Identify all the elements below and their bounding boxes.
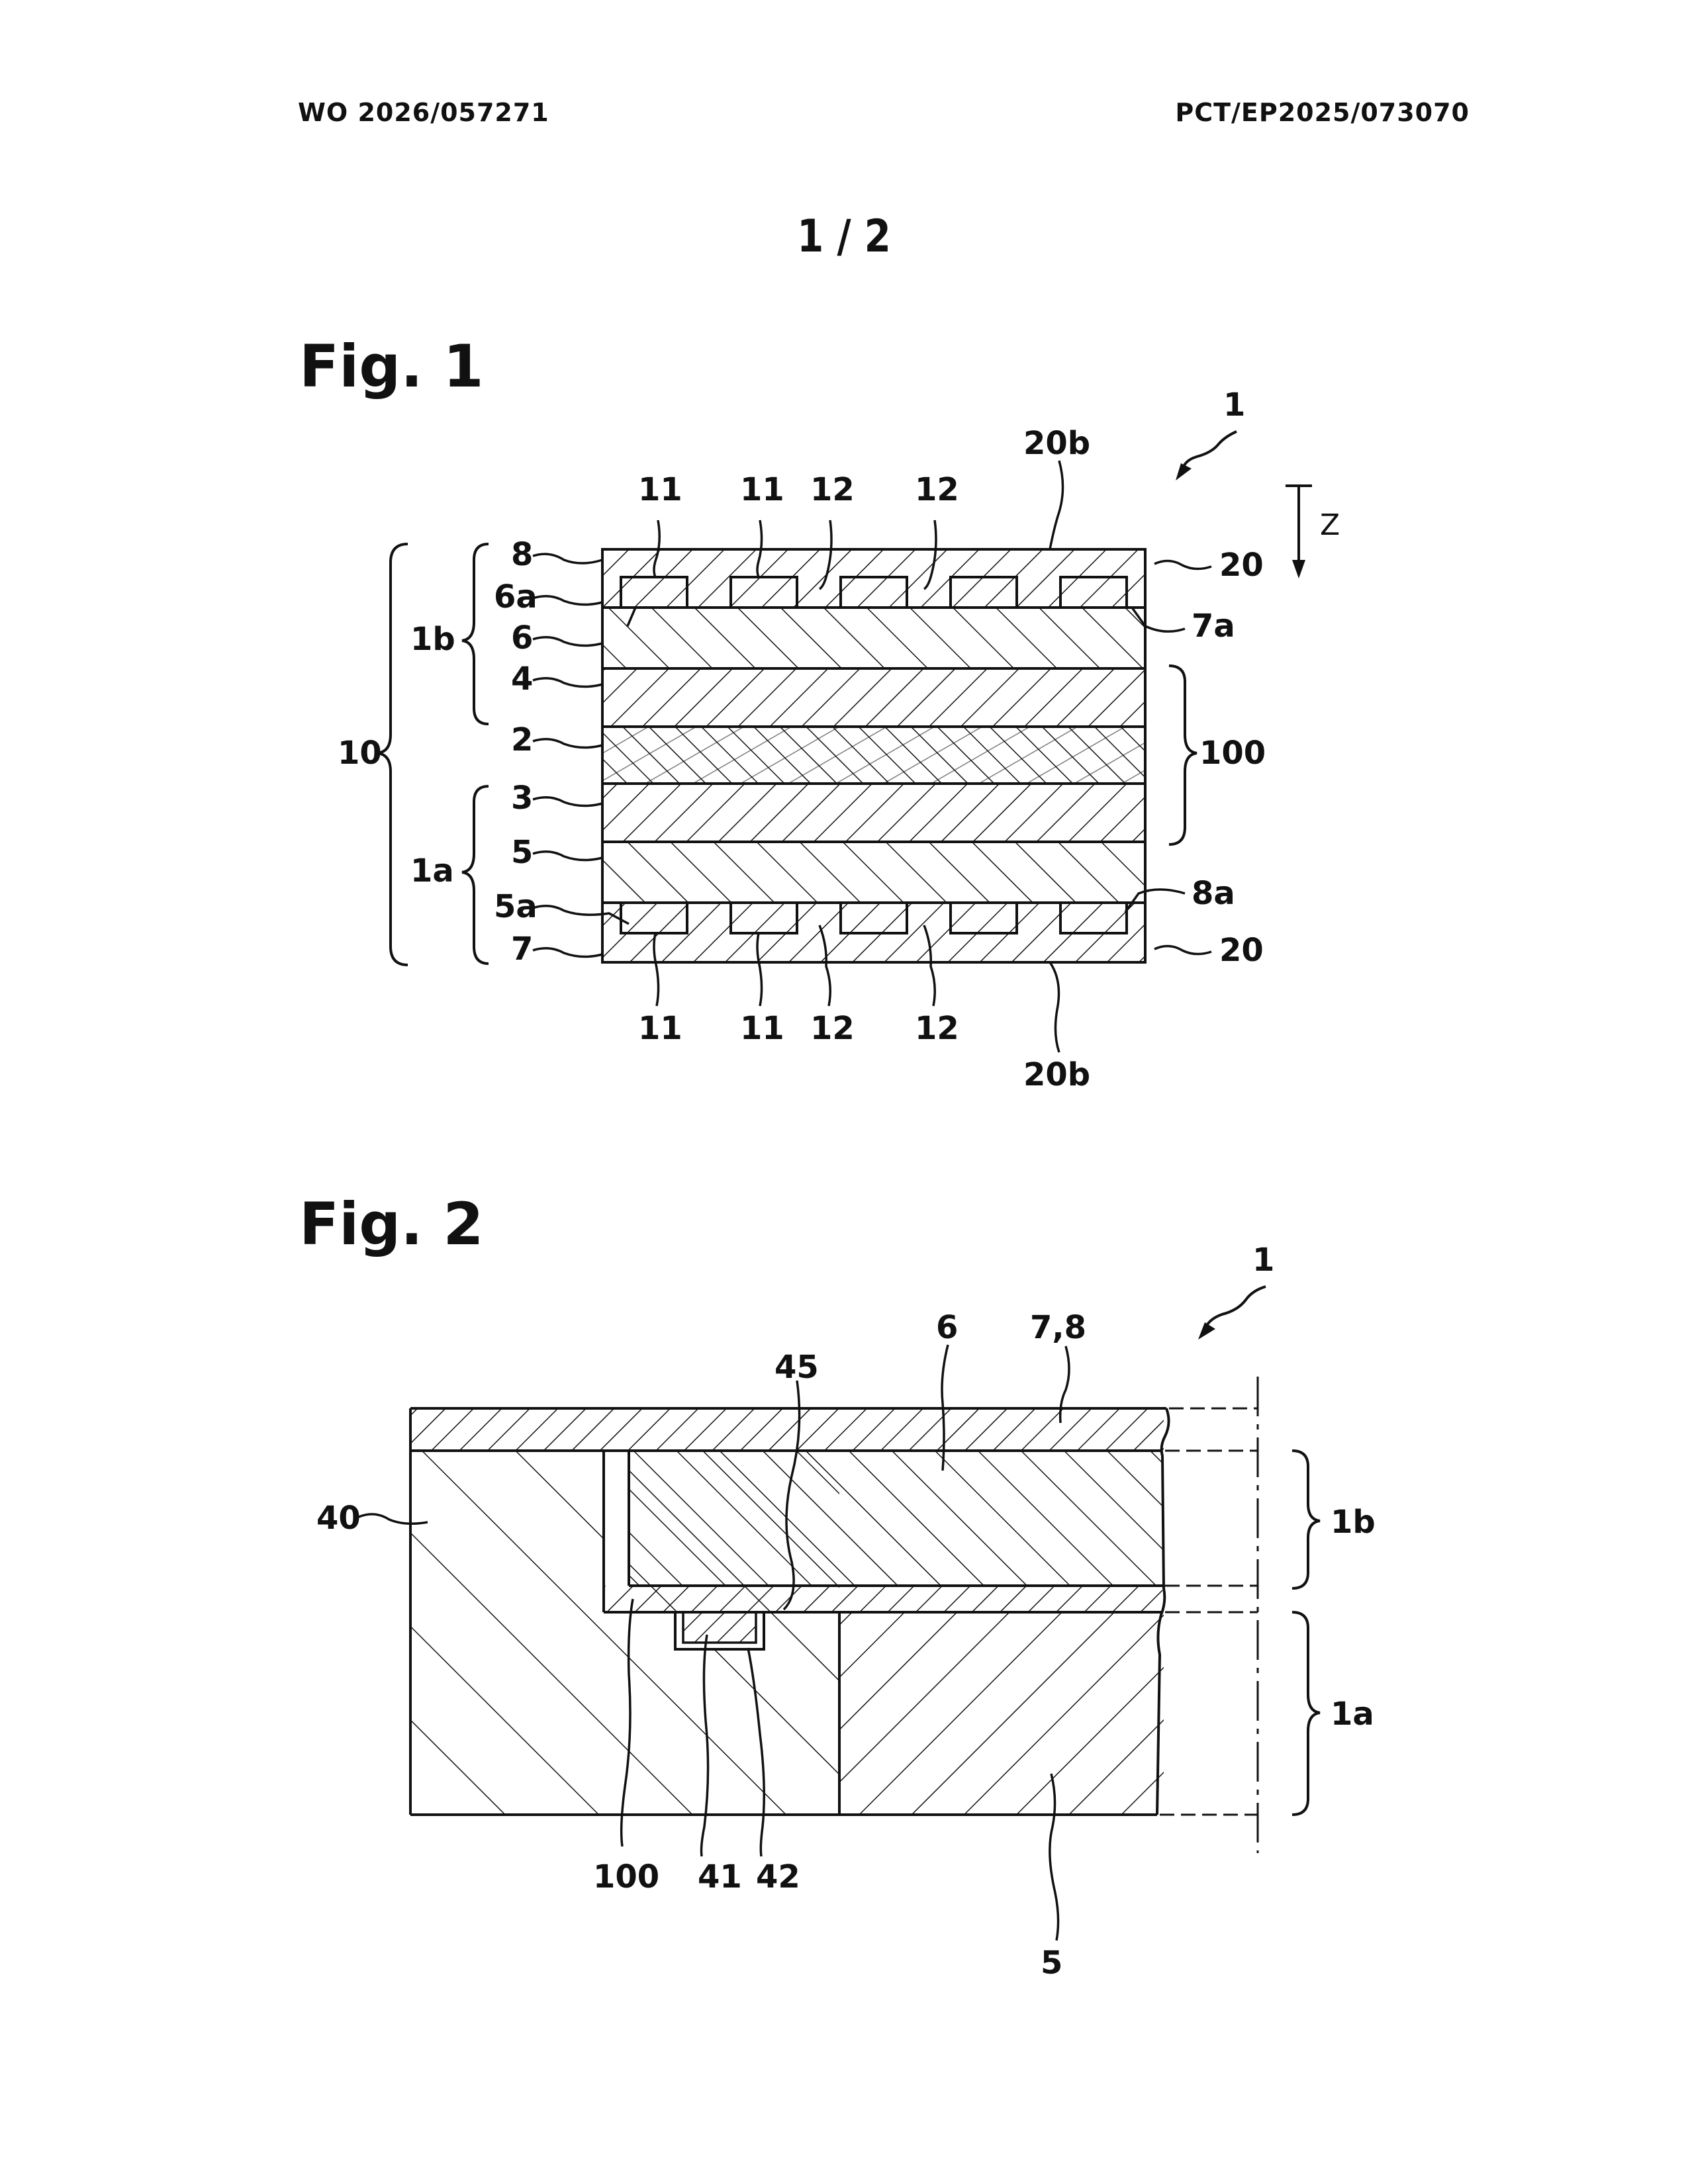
fig1-label-20b-bottom: 20b — [1023, 1056, 1090, 1093]
fig1-label-z: Z — [1320, 508, 1340, 542]
fig2-label-41: 41 — [698, 1858, 742, 1895]
fig2-label-1a: 1a — [1331, 1696, 1374, 1733]
fig1-label-12-bot-b: 12 — [915, 1010, 959, 1047]
fig1-label-10: 10 — [338, 735, 382, 772]
fig1-label-5a: 5a — [494, 888, 538, 925]
fig1-label-11-top-b: 11 — [740, 471, 784, 508]
fig1-label-6a: 6a — [494, 578, 538, 615]
fig1-label-1b: 1b — [410, 621, 455, 658]
fig1-layer-6 — [602, 608, 1145, 668]
fig1-label-11-bot-b: 11 — [740, 1010, 784, 1047]
fig1-label-3: 3 — [511, 780, 533, 817]
fig2-label-1b: 1b — [1331, 1504, 1376, 1541]
fig1-label-2: 2 — [511, 721, 533, 758]
fig2-extensions — [1160, 1377, 1258, 1853]
fig1-bracket-1a — [462, 786, 489, 964]
fig2-layer-5 — [839, 1612, 1164, 1815]
fig2-gap — [604, 1451, 629, 1586]
fig1-z-axis — [1286, 486, 1312, 578]
fig1-label-8: 8 — [511, 536, 533, 573]
fig2-label-78: 7,8 — [1030, 1309, 1086, 1346]
fig2-label-100: 100 — [593, 1858, 659, 1895]
fig2-bracket-1b — [1292, 1451, 1320, 1588]
fig2-layer-6 — [629, 1451, 1162, 1586]
fig1-label-20b-top: 20b — [1023, 425, 1090, 462]
fig1-label-4: 4 — [511, 660, 533, 698]
fig1-label-7: 7 — [511, 931, 533, 968]
fig1-label-1a: 1a — [410, 852, 454, 889]
fig1-layer-5 — [602, 842, 1145, 903]
fig2-brackets — [1292, 1451, 1320, 1815]
fig1-layer-3 — [602, 784, 1145, 842]
fig1-bracket-10 — [377, 544, 408, 965]
fig1-label-100: 100 — [1199, 735, 1266, 772]
fig2-cross-section — [410, 1408, 1169, 1815]
fig1-layer-4 — [602, 668, 1145, 727]
fig1-label-7a: 7a — [1192, 608, 1235, 645]
fig1-label-12-bot-a: 12 — [810, 1010, 855, 1047]
fig1-label-12-top-b: 12 — [915, 471, 959, 508]
fig2-label-1: 1 — [1252, 1242, 1274, 1279]
fig2-layer-100 — [604, 1586, 1162, 1612]
fig1-label-5: 5 — [511, 834, 533, 871]
fig2-label-45: 45 — [774, 1349, 819, 1386]
fig2-seal-41 — [683, 1612, 756, 1643]
fig2-layer-78 — [410, 1408, 1164, 1451]
fig1-label-20-bottom: 20 — [1219, 932, 1264, 969]
fig1-layer-2-cross — [602, 727, 1145, 784]
fig1-label-20-top: 20 — [1219, 547, 1264, 584]
fig2-title: Fig. 2 — [299, 1190, 484, 1258]
fig2-label-42: 42 — [756, 1858, 800, 1895]
fig2-ref-arrow — [1198, 1287, 1266, 1340]
fig2-label-5: 5 — [1041, 1944, 1062, 1981]
fig2-label-40: 40 — [316, 1500, 361, 1537]
fig1-label-1: 1 — [1223, 387, 1245, 424]
fig1-title: Fig. 1 — [299, 332, 484, 400]
fig1-bracket-100 — [1169, 666, 1197, 844]
fig1-bracket-1b — [462, 544, 489, 724]
fig1-label-8a: 8a — [1192, 875, 1235, 912]
fig1-label-11-top-a: 11 — [638, 471, 682, 508]
fig2-label-6: 6 — [936, 1309, 958, 1346]
fig1-label-12-top-a: 12 — [810, 471, 855, 508]
fig1-label-11-bot-a: 11 — [638, 1010, 682, 1047]
fig1-label-6: 6 — [511, 619, 533, 657]
fig2-bracket-1a — [1292, 1612, 1320, 1815]
fig1-layer-stack — [602, 549, 1145, 962]
fig1-ref-arrow — [1176, 432, 1237, 480]
